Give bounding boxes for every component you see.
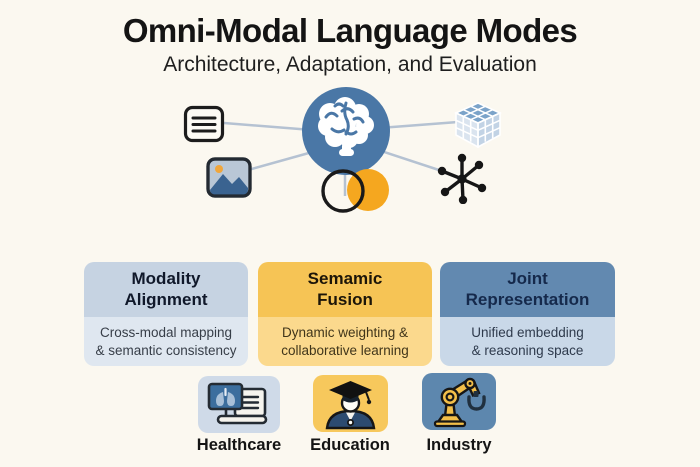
healthcare-monitor-icon [207, 382, 268, 425]
card-semantic-fusion: Semamic Fusion Dynamic weighting & colla… [258, 262, 432, 366]
network-icon [437, 153, 487, 204]
cube-icon [454, 102, 502, 148]
industry-tile [422, 373, 496, 430]
graduate-student-icon [325, 381, 376, 430]
page-title: Omni-Modal Language Modes [122, 12, 578, 49]
card-title: Semamic Fusion [258, 262, 432, 317]
image-icon [206, 157, 252, 198]
card-modality-alignment: Modality Alignment Cross-modal mapping &… [84, 262, 248, 366]
card-description: Cross-modal mapping & semantic consisten… [84, 317, 248, 366]
card-joint-representation: Joint Representation Unified embedding &… [440, 262, 615, 366]
card-description: Unified embedding & reasoning space [440, 317, 615, 366]
card-title: Modality Alignment [84, 262, 248, 317]
page-subtitle: Architecture, Adaptation, and Evaluation [163, 53, 537, 76]
education-label: Education [310, 436, 390, 454]
venn-overlap-icon [321, 169, 389, 213]
healthcare-label: Healthcare [196, 436, 282, 454]
brain-icon [302, 87, 390, 175]
header: Omni-Modal Language Modes Architecture, … [0, 12, 700, 77]
healthcare-tile [198, 376, 280, 433]
robot-arm-icon [433, 377, 486, 428]
education-tile [313, 375, 388, 432]
industry-label: Industry [426, 436, 492, 454]
card-title: Joint Representation [440, 262, 615, 317]
card-description: Dynamic weighting & collaborative learni… [258, 317, 432, 366]
document-icon [183, 105, 225, 143]
